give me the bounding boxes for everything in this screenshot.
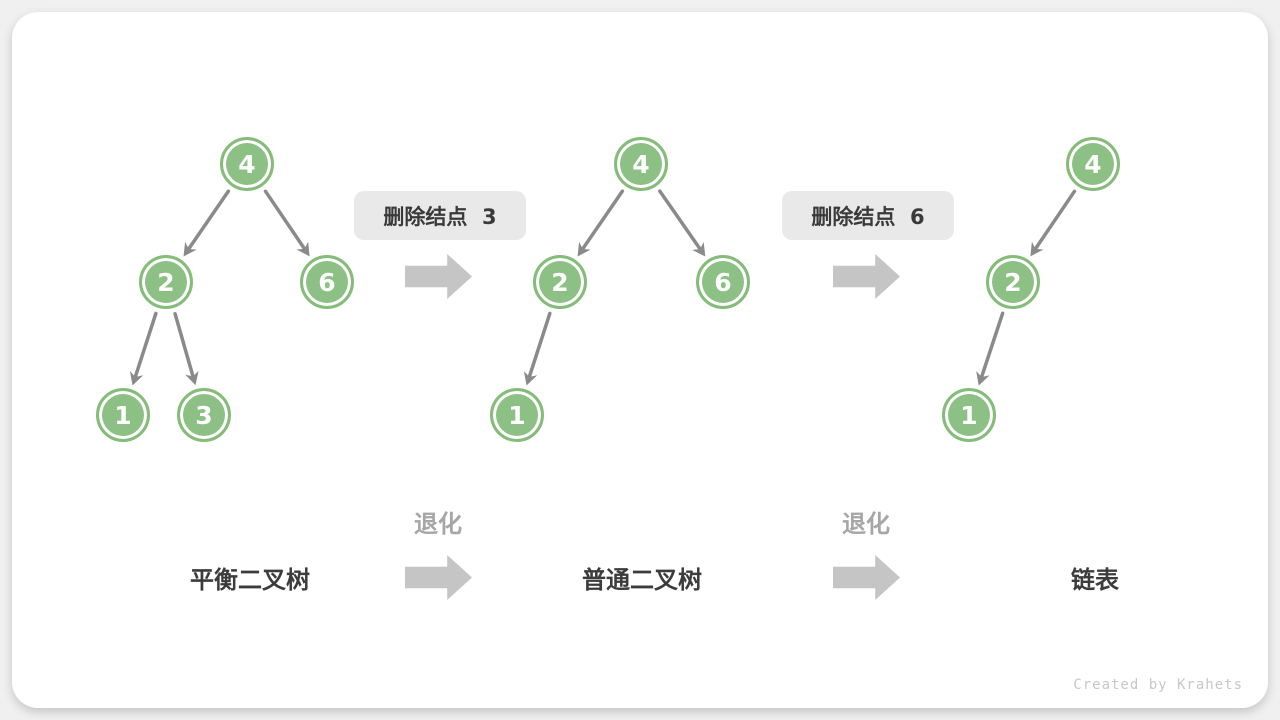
operation-label-delete-node-6: 删除结点 6	[782, 191, 954, 240]
tree-caption-linked-list: 链表	[1071, 566, 1119, 594]
tree-node-2: 2	[139, 255, 193, 309]
tree-node-2: 2	[533, 255, 587, 309]
tree-node-1: 1	[96, 388, 150, 442]
tree-node-4: 4	[614, 137, 668, 191]
tree-node-1: 1	[490, 388, 544, 442]
operation-label-delete-node-3: 删除结点 3	[354, 191, 526, 240]
tree-node-2: 2	[986, 255, 1040, 309]
degrade-label: 退化	[842, 510, 890, 538]
diagram-card	[12, 12, 1268, 708]
tree-node-4: 4	[220, 137, 274, 191]
degrade-label: 退化	[414, 510, 462, 538]
tree-node-1: 1	[942, 388, 996, 442]
tree-node-6: 6	[300, 255, 354, 309]
tree-caption-ordinary-binary-tree: 普通二叉树	[582, 566, 702, 594]
tree-node-6: 6	[696, 255, 750, 309]
tree-caption-balanced-binary-tree: 平衡二叉树	[190, 566, 310, 594]
watermark-credit: Created by Krahets	[1073, 677, 1243, 693]
tree-node-3: 3	[177, 388, 231, 442]
tree-node-4: 4	[1066, 137, 1120, 191]
